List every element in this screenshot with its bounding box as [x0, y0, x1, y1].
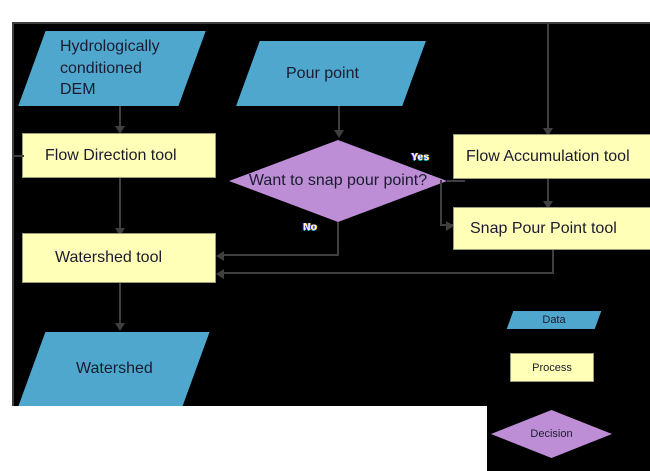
legend-process-label: Process [532, 361, 572, 374]
connector-no-vertical [337, 222, 339, 256]
pour-point-label-wrap: Pour point [248, 41, 414, 106]
watershed-tool-label: Watershed tool [55, 249, 163, 266]
branch-label-no: No [303, 222, 317, 233]
arrow-flow-accumulation-to-snap [543, 201, 553, 209]
legend-item-decision: Decision [491, 410, 612, 458]
flow-direction-label: Flow Direction tool [45, 146, 177, 164]
snap-pour-point-label: Snap Pour Point tool [470, 219, 617, 237]
node-watershed-tool[interactable]: Watershed tool [22, 233, 216, 283]
watershed-label-wrap: Watershed [32, 332, 196, 406]
flow-accumulation-label: Flow Accumulation tool [466, 147, 630, 165]
connector-dem-to-flow-direction [119, 106, 121, 130]
legend-data-label: Data [542, 314, 566, 326]
legend-item-process: Process [510, 353, 594, 382]
branch-label-yes: Yes [411, 152, 430, 163]
connector-yes-horizontal [447, 180, 465, 182]
node-flow-accumulation-tool[interactable]: Flow Accumulation tool [453, 134, 650, 179]
connector-pour-point-to-decision [338, 106, 340, 134]
dem-label-wrap: Hydrologically conditioned DEM [32, 31, 192, 106]
connector-rail-to-flow-accumulation [547, 22, 549, 132]
arrow-dem-to-flow-direction [115, 126, 125, 134]
node-hydrologically-conditioned-dem[interactable]: Hydrologically conditioned DEM [18, 31, 206, 106]
node-snap-pour-point-tool[interactable]: Snap Pour Point tool [453, 207, 650, 250]
connector-snap-to-watershed-horizontal [224, 272, 554, 274]
legend-decision-label: Decision [530, 428, 573, 440]
decision-label-wrap: Want to snap pour point? [229, 140, 447, 222]
connector-stub-into-flow-direction [12, 155, 24, 157]
legend-item-data: Data [506, 311, 602, 329]
connector-no-horizontal [224, 254, 339, 256]
connector-flow-accumulation-to-snap [547, 179, 549, 205]
arrow-flow-direction-to-watershed-tool [115, 228, 125, 236]
connector-yes-vertical [440, 180, 442, 225]
arrow-watershed-tool-to-watershed [115, 323, 125, 331]
node-watershed[interactable]: Watershed [18, 332, 210, 406]
watershed-label: Watershed [76, 360, 153, 377]
arrow-yes-to-snap-pour-point [446, 221, 454, 231]
arrow-pour-point-to-decision [334, 130, 344, 138]
arrow-snap-to-watershed-tool [216, 269, 224, 279]
decision-label: Want to snap pour point? [248, 172, 428, 190]
node-flow-direction-tool[interactable]: Flow Direction tool [22, 133, 216, 178]
arrow-no-to-watershed-tool [216, 251, 224, 261]
connector-snap-to-watershed-vertical [552, 250, 554, 274]
node-decision-snap-pour-point[interactable]: Want to snap pour point? [229, 140, 447, 222]
connector-flow-direction-to-watershed-tool [119, 178, 121, 232]
pour-point-label: Pour point [286, 64, 359, 82]
node-pour-point[interactable]: Pour point [236, 41, 426, 106]
connector-watershed-tool-to-watershed [119, 283, 121, 327]
dem-label: Hydrologically conditioned DEM [60, 38, 160, 99]
arrow-rail-to-flow-accumulation [543, 128, 553, 136]
